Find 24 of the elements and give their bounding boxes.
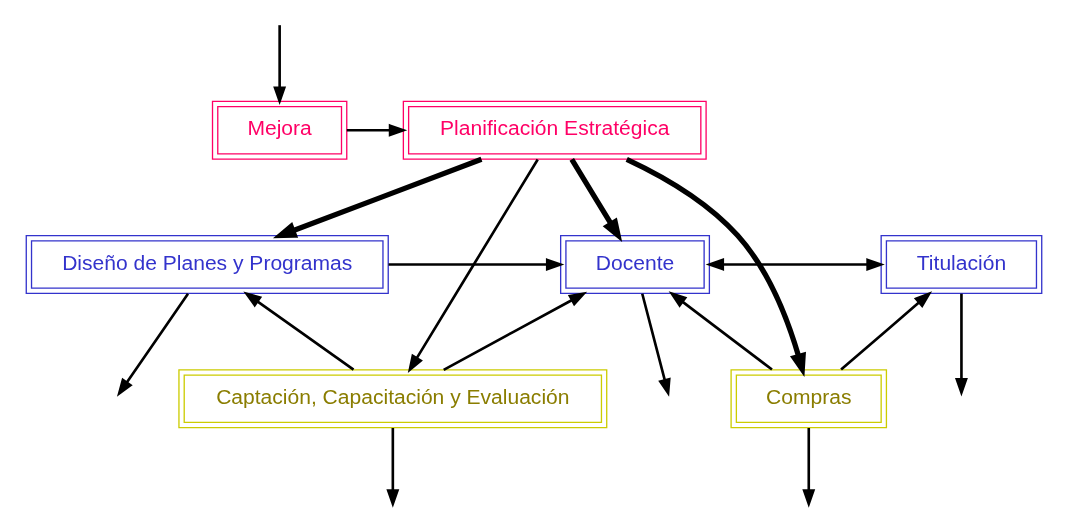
node-box: Captación, Capacitación y Evaluación	[177, 369, 607, 429]
arrow	[116, 293, 189, 397]
arrow	[625, 157, 806, 377]
node-box: Titulación	[880, 234, 1042, 295]
arrow	[569, 158, 622, 243]
arrow	[407, 158, 539, 373]
arrow	[272, 25, 286, 106]
arrow	[801, 428, 815, 508]
node-box: Planificación Estratégica	[402, 100, 707, 160]
arrow	[954, 293, 968, 397]
node-box: Mejora	[211, 100, 347, 160]
arrow	[272, 156, 482, 239]
arrow	[839, 291, 932, 371]
arrow	[668, 291, 773, 371]
node-box: Docente	[559, 234, 710, 295]
node-box: Compras	[729, 369, 887, 429]
arrow	[346, 123, 407, 137]
arrow	[705, 258, 885, 271]
node-box: Diseño de Planes y Programas	[25, 234, 389, 295]
arrow	[385, 428, 399, 508]
arrow	[640, 293, 671, 397]
arrow	[442, 291, 587, 371]
arrow	[242, 291, 354, 371]
arrow	[388, 258, 564, 271]
